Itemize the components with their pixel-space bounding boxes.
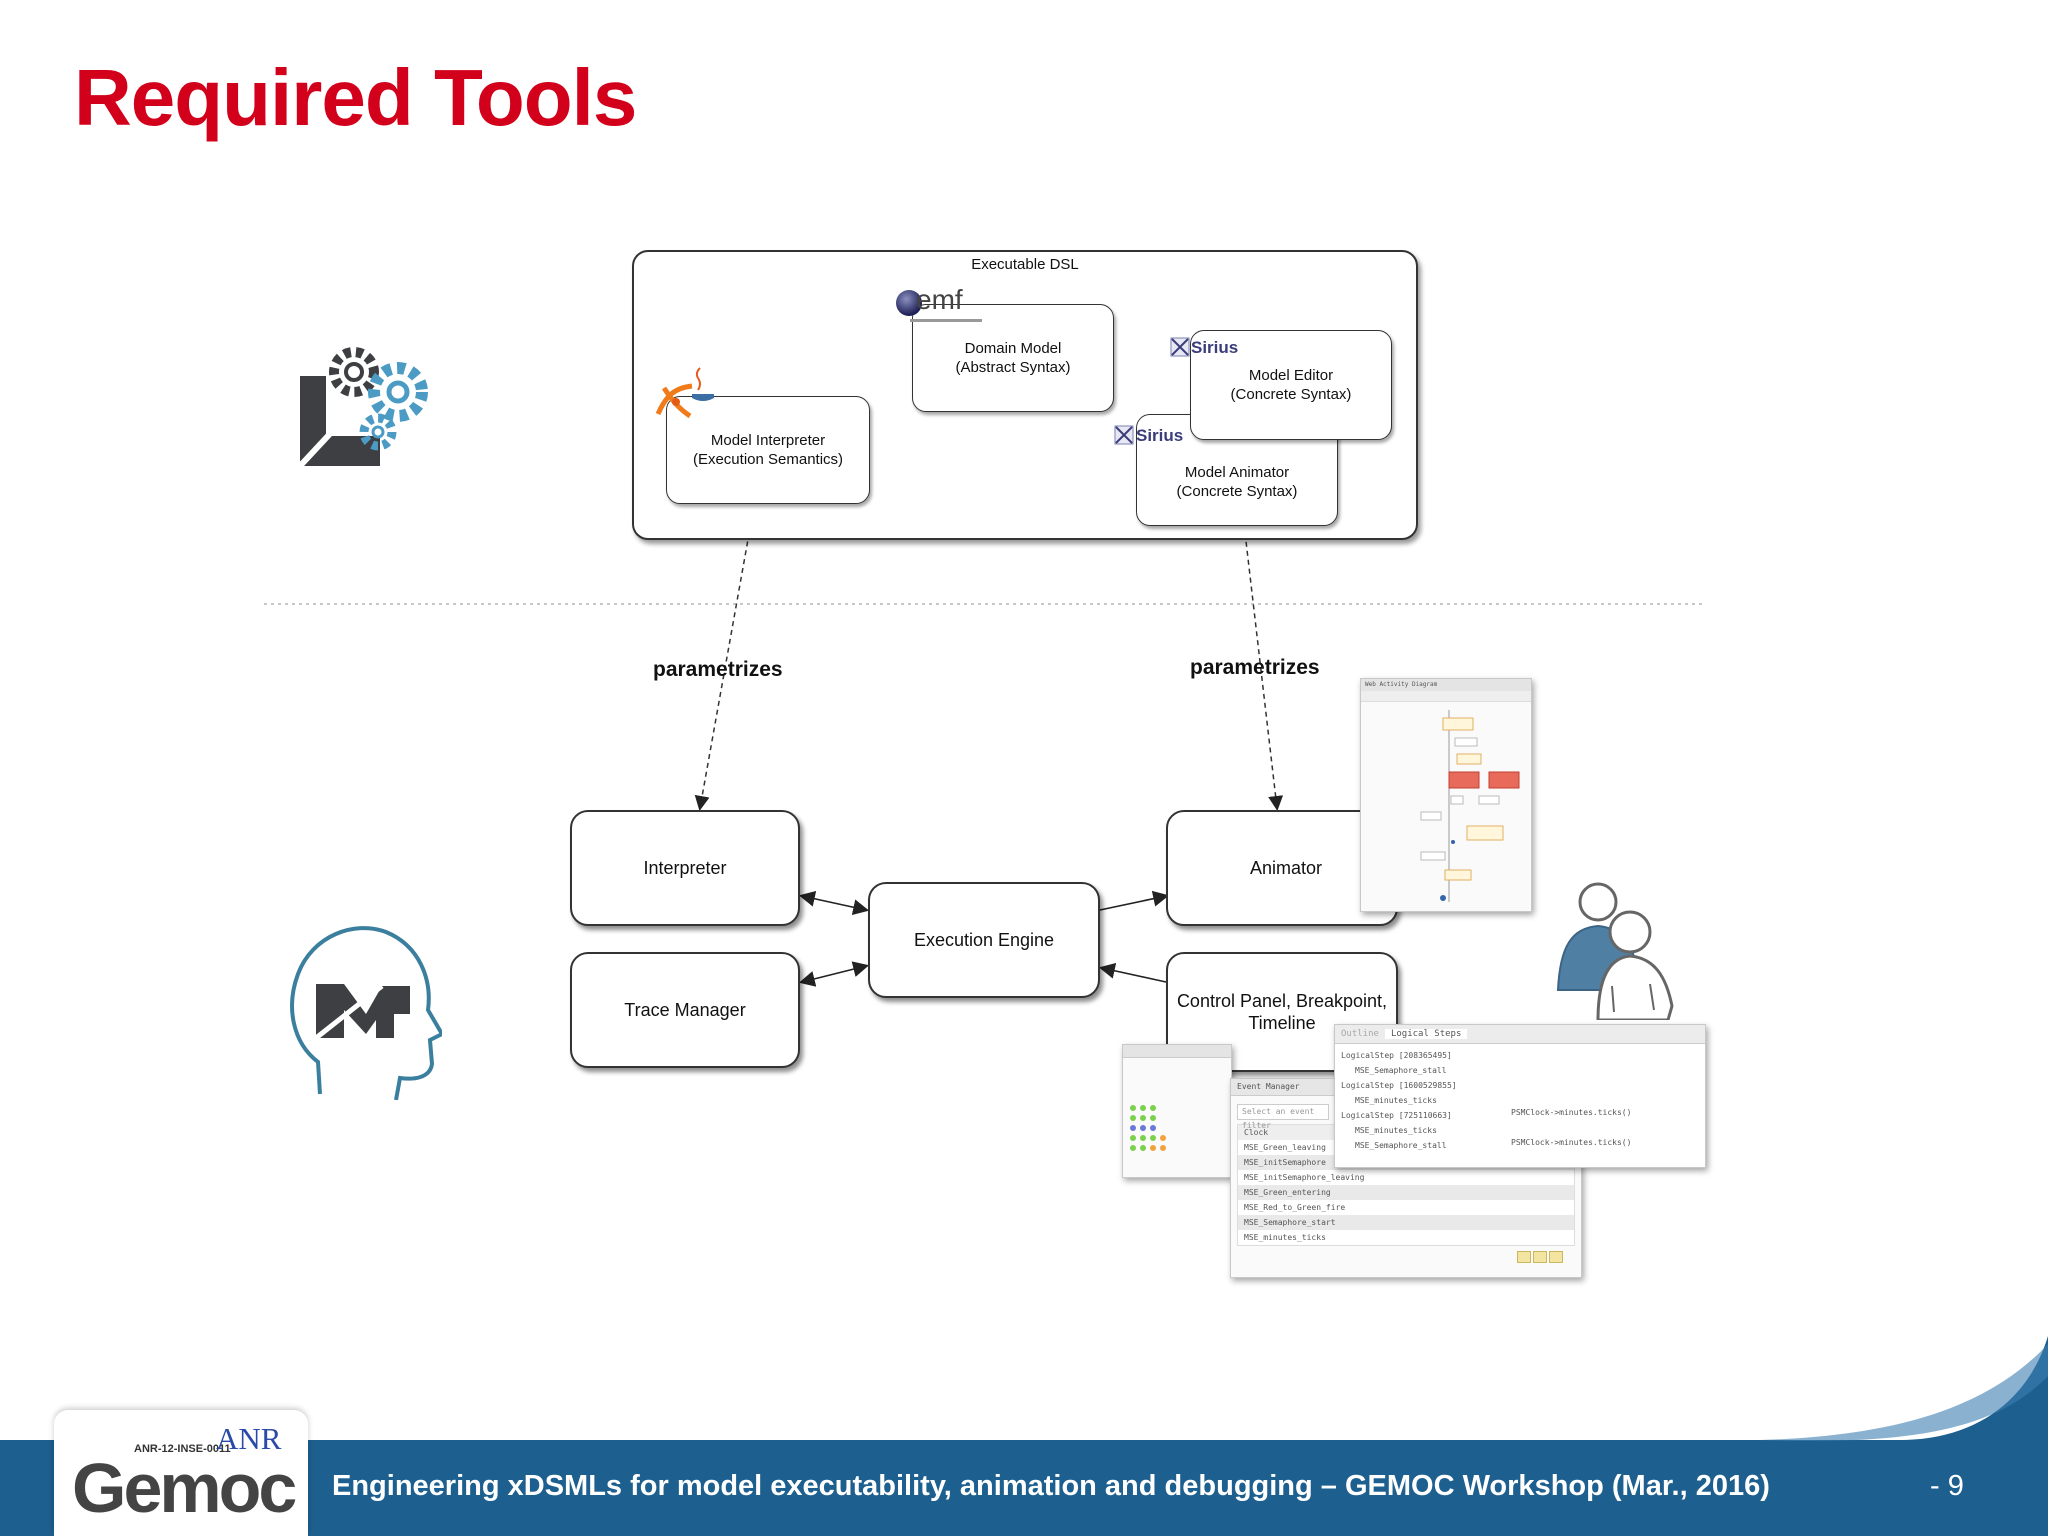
emf-logo: emf	[916, 284, 963, 315]
event-row[interactable]: MSE_Red_to_Green_fire	[1244, 1203, 1346, 1212]
interpreter-label: Interpreter	[643, 858, 727, 878]
simulation-grid	[1130, 1105, 1166, 1151]
logical-step-row[interactable]: LogicalStep [1600529855]	[1341, 1081, 1457, 1090]
logical-step-row[interactable]: LogicalStep [208365495]	[1341, 1051, 1452, 1060]
gemoc-logo-box	[54, 1410, 308, 1536]
logical-steps-tab[interactable]: Logical Steps	[1384, 1029, 1468, 1039]
trace-manager-label: Trace Manager	[624, 1000, 746, 1020]
model-interpreter-title: Model Interpreter	[710, 432, 826, 449]
model-animator-subtitle: (Concrete Syntax)	[1176, 483, 1298, 500]
execution-engine-label: Execution Engine	[913, 930, 1055, 950]
event-row[interactable]: MSE_minutes_ticks	[1244, 1233, 1326, 1242]
control-panel-subtitle: Timeline	[1248, 1013, 1316, 1033]
model-editor-subtitle: (Concrete Syntax)	[1230, 386, 1352, 403]
logical-steps-screenshot: Outline Logical Steps LogicalStep [208365…	[1334, 1024, 1706, 1168]
simulation-grid-screenshot	[1122, 1044, 1232, 1178]
sirius-logo-animator: Sirius	[1136, 426, 1184, 445]
clock-label: PSMClock->minutes.ticks()	[1511, 1108, 1632, 1117]
logical-step-row[interactable]: MSE_minutes_ticks	[1355, 1126, 1437, 1135]
event-row[interactable]: MSE_initSemaphore_leaving	[1244, 1173, 1365, 1182]
logical-step-row[interactable]: MSE_minutes_ticks	[1355, 1096, 1437, 1105]
outline-tab[interactable]: Outline	[1341, 1029, 1379, 1039]
language-workbench-logo	[297, 347, 428, 469]
domain-model-title: Domain Model	[964, 340, 1062, 357]
modeling-workbench-logo	[290, 926, 442, 1100]
step-down-icon[interactable]	[1533, 1251, 1547, 1263]
interpreter-box: Interpreter	[570, 810, 800, 926]
emf-logo-underline	[910, 319, 982, 322]
play-icon[interactable]	[1517, 1251, 1531, 1263]
model-animator-title: Model Animator	[1184, 464, 1290, 481]
model-editor-title: Model Editor	[1248, 367, 1334, 384]
event-manager-controls	[1517, 1251, 1563, 1265]
footer-text: Engineering xDSMLs for model executabili…	[332, 1470, 1770, 1502]
trace-manager-box: Trace Manager	[570, 952, 800, 1068]
users-icon	[1556, 882, 1674, 1020]
model-interpreter-box: Model Interpreter (Execution Semantics)	[666, 396, 870, 504]
event-row[interactable]: MSE_Semaphore_start	[1238, 1215, 1574, 1230]
sirius-icon	[1170, 337, 1190, 357]
slide-title: Required Tools	[74, 53, 637, 142]
control-panel-title: Control Panel, Breakpoint,	[1176, 991, 1388, 1011]
parametrizes-right-label: parametrizes	[1190, 656, 1320, 679]
logical-step-row[interactable]: MSE_Semaphore_stall	[1355, 1141, 1447, 1150]
event-filter-input[interactable]: Select an event filter	[1237, 1104, 1329, 1130]
domain-model-subtitle: (Abstract Syntax)	[955, 359, 1071, 376]
parametrizes-left-label: parametrizes	[653, 658, 783, 681]
kermeta-java-icon	[655, 367, 714, 419]
footer-band	[0, 1336, 2048, 1536]
event-row[interactable]: MSE_Green_entering	[1238, 1185, 1574, 1200]
animator-label: Animator	[1250, 858, 1323, 878]
anr-logo: ANR	[216, 1421, 282, 1456]
executable-dsl-label: Executable DSL	[971, 256, 1079, 273]
model-interpreter-subtitle: (Execution Semantics)	[692, 451, 844, 468]
clock-label: PSMClock->minutes.ticks()	[1511, 1138, 1632, 1147]
grant-id: ANR-12-INSE-0011	[134, 1443, 231, 1455]
model-editor-box: Model Editor (Concrete Syntax)	[1190, 330, 1392, 440]
emf-globe-icon	[896, 290, 922, 316]
execution-engine-box: Execution Engine	[868, 882, 1100, 998]
page-number: - 9	[1930, 1470, 1964, 1502]
sirius-logo-editor: Sirius	[1191, 338, 1239, 357]
step-up-icon[interactable]	[1549, 1251, 1563, 1263]
logical-step-row[interactable]: MSE_Semaphore_stall	[1355, 1066, 1447, 1075]
domain-model-box: Domain Model (Abstract Syntax)	[912, 304, 1114, 412]
logical-step-row[interactable]: LogicalStep [725110663]	[1341, 1111, 1452, 1120]
activity-diagram-tab: Web Activity Diagram	[1361, 679, 1531, 691]
activity-diagram-toolbar	[1361, 691, 1531, 702]
gemoc-logo: Gemoc	[72, 1449, 297, 1527]
simulation-grid-tabbar	[1123, 1045, 1231, 1058]
sirius-icon	[1114, 425, 1134, 445]
activity-diagram-screenshot: Web Activity Diagram	[1360, 678, 1532, 912]
event-row[interactable]: MSE_Green_leaving	[1244, 1143, 1326, 1152]
activity-diagram-canvas	[1420, 710, 1520, 902]
